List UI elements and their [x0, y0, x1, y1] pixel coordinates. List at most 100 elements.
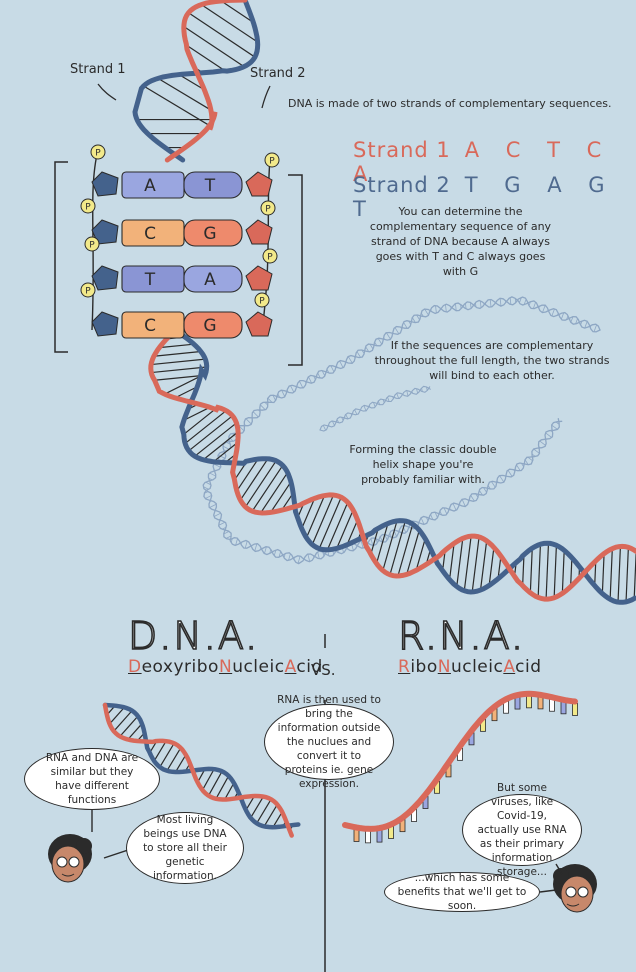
main-dna-helix: [135, 0, 636, 602]
glasses-lens: [57, 857, 67, 867]
glasses-lens: [69, 857, 79, 867]
helix-rung: [120, 716, 138, 736]
helix-rung: [290, 385, 294, 392]
helix-rung: [340, 361, 344, 368]
helix-rung: [154, 741, 166, 761]
strand-2-label: Strand 2: [250, 66, 306, 81]
bubble-tail: [104, 850, 128, 858]
helix-rung: [490, 299, 491, 307]
left-sugar: [92, 312, 118, 336]
helix-rung: [594, 325, 597, 332]
helix-strand-a: [203, 297, 600, 564]
helix-rung: [383, 521, 397, 571]
helix-rung: [185, 411, 226, 444]
helix-rung: [453, 503, 456, 510]
rna-full-part-4: A: [503, 657, 515, 677]
strand-1-label: Strand 1: [70, 62, 126, 77]
dna-title: D.N.A.: [128, 614, 259, 658]
helix-rung: [618, 546, 620, 602]
helix-rung: [554, 545, 556, 597]
right-sugar: [246, 266, 272, 290]
phosphate-letter: P: [85, 203, 91, 213]
right-base-letter: G: [203, 316, 216, 336]
helix-rung: [308, 554, 310, 562]
helix-rung: [457, 538, 463, 586]
helix-rung: [195, 423, 237, 456]
helix-rung: [464, 536, 471, 591]
dna-full-name: DeoxyriboNucleicAcid: [128, 657, 323, 677]
helix-rung: [462, 499, 465, 506]
left-sugar: [92, 172, 118, 196]
helix-rung: [245, 461, 276, 507]
dna-full-part-0: D: [128, 657, 142, 677]
phosphate-letter: P: [95, 149, 101, 159]
face: [52, 846, 84, 882]
right-base-letter: G: [203, 224, 216, 244]
phosphate-letter: P: [89, 241, 95, 251]
left-base-letter: C: [144, 224, 156, 244]
helix-rung: [144, 86, 211, 126]
speech-bubble-benefits: ...which has some benefits that we'll ge…: [384, 872, 540, 912]
helix-rung: [299, 381, 303, 388]
helix-rung: [546, 543, 548, 599]
helix-rung: [436, 305, 437, 313]
helix-rung: [114, 711, 132, 732]
rna-full-part-2: N: [438, 657, 451, 677]
rna-base: [377, 830, 382, 842]
phosphate-letter: P: [267, 253, 273, 263]
right-base-letter: A: [204, 270, 216, 290]
helix-rung: [610, 549, 612, 600]
character-left-avatar: [48, 834, 92, 882]
helix-rung: [562, 550, 564, 593]
helix-rung: [252, 465, 283, 511]
rna-base: [550, 699, 555, 711]
rna-base: [573, 703, 578, 715]
face: [561, 876, 593, 912]
helix-rung: [253, 412, 259, 418]
right-bracket: [288, 175, 302, 365]
rna-full-part-0: R: [398, 657, 410, 677]
rna-base: [366, 831, 371, 843]
rna-base: [354, 829, 359, 841]
phosphate-letter: P: [259, 297, 265, 307]
helix-rung: [312, 495, 333, 545]
right-sugar: [246, 172, 272, 196]
phosphate-letter: P: [85, 287, 91, 297]
helix-rung: [508, 470, 512, 477]
helix-rung: [189, 416, 233, 451]
helix-rung: [552, 425, 558, 429]
rna-full-part-5: cid: [515, 657, 541, 677]
left-bracket: [55, 162, 68, 352]
speech-bubble-viruses: But some viruses, like Covid-19, actuall…: [462, 794, 582, 866]
left-base-letter: T: [144, 270, 156, 290]
rna-full-part-1: ibo: [410, 657, 437, 677]
speech-bubble-store: Most living beings use DNA to store all …: [126, 812, 244, 884]
complementary-explanation: You can determine the complementary sequ…: [368, 204, 553, 279]
helix-rung: [626, 547, 628, 601]
helix-rung: [257, 799, 271, 823]
helix-rung: [245, 541, 247, 549]
rna-full-part-3: ucleic: [451, 657, 503, 677]
helix-rung: [390, 521, 405, 575]
helix-rung: [327, 502, 347, 549]
right-base-letter: T: [204, 176, 216, 196]
intro-text: DNA is made of two strands of complement…: [288, 97, 612, 110]
dna-full-part-2: N: [219, 657, 232, 677]
phosphate-letter: P: [269, 157, 275, 167]
double-helix-note: Forming the classic double helix shape y…: [348, 442, 498, 487]
helix-rung: [602, 554, 604, 594]
helix-rung: [538, 544, 540, 597]
helix-rung: [500, 298, 501, 306]
zoomed-base-pair-section: ATCGTACGPPPPPPPP: [55, 84, 302, 365]
helix-rung: [202, 769, 214, 790]
helix-rung: [552, 309, 555, 316]
helix-rung: [481, 541, 487, 590]
dna-full-part-3: ucleic: [232, 657, 284, 677]
background-thin-helix: [203, 297, 600, 564]
right-sugar: [246, 312, 272, 336]
helix-rung: [530, 548, 532, 593]
helix-rung: [151, 367, 206, 373]
helix-rung: [395, 327, 399, 334]
helix-rung: [500, 476, 504, 483]
helix-rung: [545, 433, 551, 438]
